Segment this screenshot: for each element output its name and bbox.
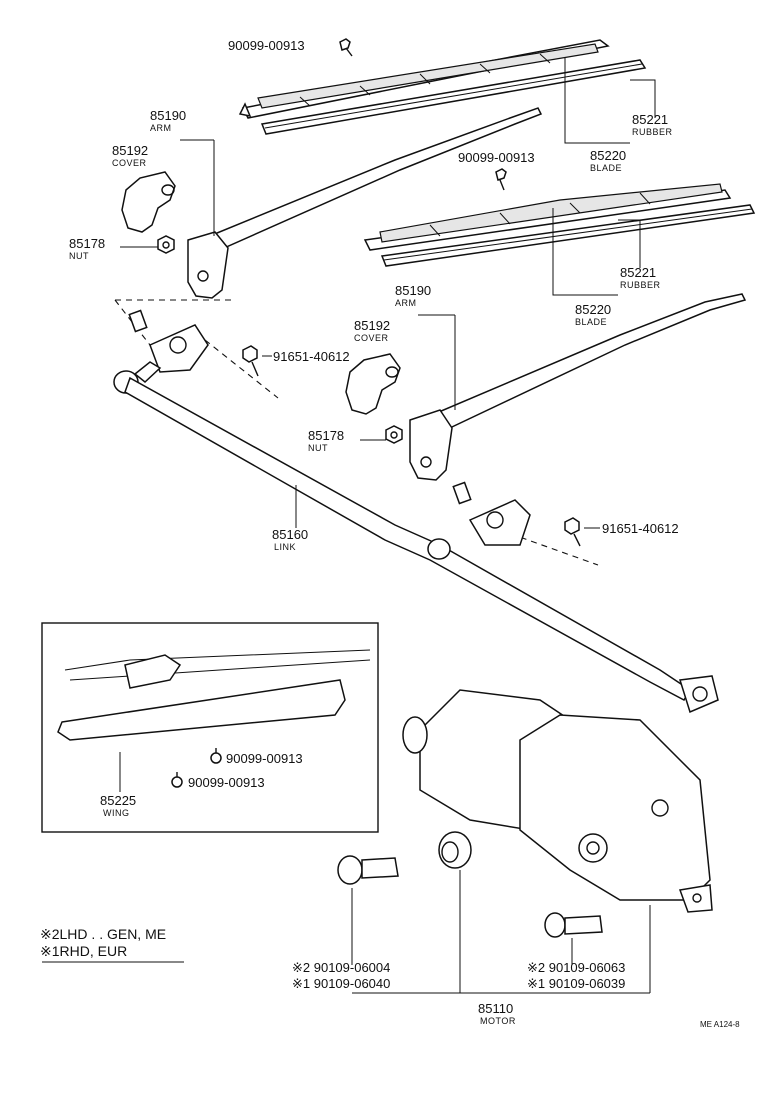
motor-bolt-right-label-2: ※1 90109-06039 (527, 976, 626, 991)
upper-arm-2 (409, 293, 747, 481)
rubber-1-name: RUBBER (632, 127, 673, 137)
cover-1-number: 85192 (112, 143, 149, 158)
reference-code: ME A124-8 (700, 1020, 740, 1029)
legend-line-2: ※1RHD, EUR (40, 943, 128, 959)
arm-2-number: 85190 (395, 283, 432, 298)
pivot-bolt-1-label: 91651-40612 (273, 349, 350, 364)
upper-rubber-1 (260, 59, 647, 135)
nut-2-name: NUT (308, 443, 328, 453)
arm-1-name: ARM (150, 123, 172, 133)
wing-spoiler (57, 679, 346, 741)
pivot-bolt-2 (564, 517, 581, 547)
blade-2-name: BLADE (575, 317, 608, 327)
link-number: 85160 (272, 527, 309, 542)
motor-name: MOTOR (480, 1016, 516, 1026)
wing-inset-frame (41, 622, 379, 833)
arm-1-number: 85190 (150, 108, 187, 123)
arm-2-name: ARM (395, 298, 417, 308)
motor-bolt-left-label-2: ※1 90109-06040 (292, 976, 391, 991)
bolt-top-label: 90099-00913 (228, 38, 305, 53)
motor-bolt-left (337, 855, 399, 885)
motor-bolt-left-label-1: ※2 90109-06004 (292, 960, 391, 975)
rubber-2-name: RUBBER (620, 280, 661, 290)
upper-blade-2 (363, 183, 732, 251)
rubber-2-number: 85221 (620, 265, 657, 280)
pivot-bolt-1 (242, 345, 259, 377)
motor-bolt-right-label-1: ※2 90109-06063 (527, 960, 626, 975)
cover-1-name: COVER (112, 158, 147, 168)
wing-name: WING (103, 808, 130, 818)
motor-bolt-right (544, 912, 603, 938)
wing-number: 85225 (100, 793, 137, 808)
nut-1 (157, 235, 175, 254)
wing-bolt-1 (210, 748, 222, 764)
cover-2-name: COVER (354, 333, 389, 343)
cover-2 (345, 353, 401, 415)
pivot-2 (452, 481, 531, 546)
bolt-mid-label: 90099-00913 (458, 150, 535, 165)
motor-number: 85110 (478, 1001, 514, 1016)
upper-rubber-2 (380, 204, 756, 267)
blade-1-number: 85220 (590, 148, 627, 163)
nut-1-number: 85178 (69, 236, 106, 251)
blade-2-number: 85220 (575, 302, 612, 317)
pivot-bolt-2-label: 91651-40612 (602, 521, 679, 536)
blade-1-name: BLADE (590, 163, 623, 173)
cover-2-number: 85192 (354, 318, 391, 333)
nut-1-name: NUT (69, 251, 89, 261)
wing-bolt-2-label: 90099-00913 (188, 775, 265, 790)
wiper-motor (402, 689, 713, 913)
link-name: LINK (274, 542, 297, 552)
wing-bolt-1-label: 90099-00913 (226, 751, 303, 766)
wing-bolt-2 (171, 772, 183, 788)
legend-line-1: ※2LHD . . GEN, ME (40, 926, 167, 942)
motor-grommet (438, 831, 472, 869)
upper-arm-1 (187, 107, 543, 299)
link-rod (113, 361, 719, 714)
wing-inset-blade (64, 649, 371, 689)
cover-1 (121, 171, 176, 233)
rubber-1-number: 85221 (632, 112, 669, 127)
bolt-mid (495, 168, 507, 191)
upper-blade-1 (238, 39, 610, 119)
bolt-top (339, 38, 353, 57)
nut-2 (385, 425, 403, 444)
nut-2-number: 85178 (308, 428, 345, 443)
pivot-1 (128, 309, 209, 373)
